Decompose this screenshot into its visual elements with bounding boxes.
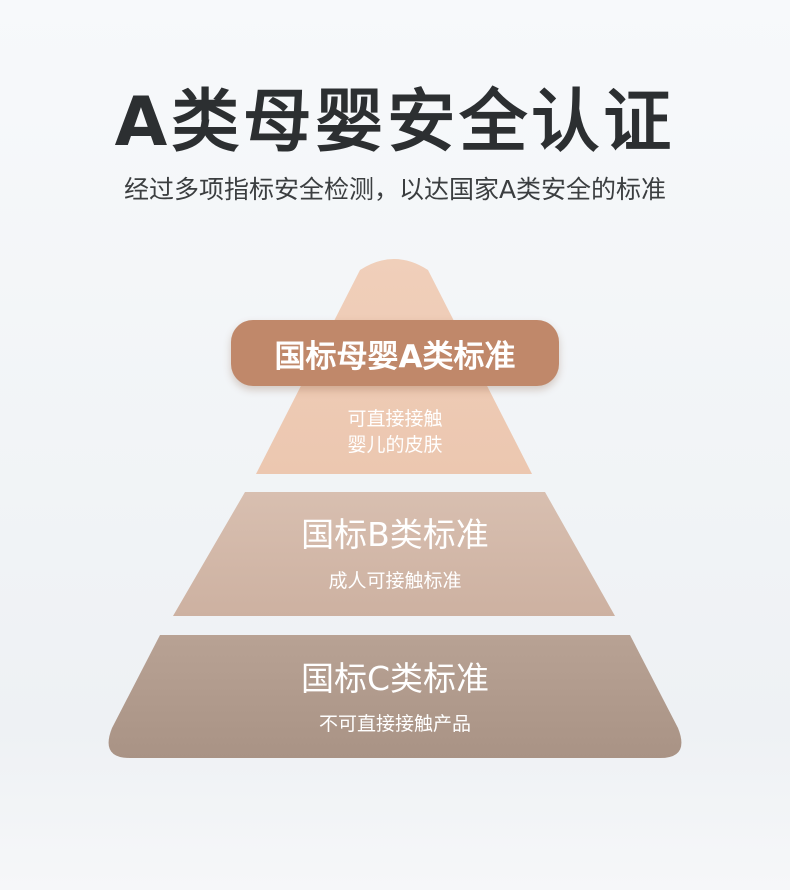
tier-a-description: 可直接接触 婴儿的皮肤 bbox=[295, 406, 495, 458]
pyramid-tier-b-shape bbox=[173, 492, 615, 616]
tier-b-description: 成人可接触标准 bbox=[328, 570, 462, 592]
tier-c-label: 国标C类标准 bbox=[300, 659, 490, 698]
tier-a-desc-line2: 婴儿的皮肤 bbox=[347, 434, 443, 456]
tier-b-label: 国标B类标准 bbox=[301, 515, 489, 554]
pyramid-tier-c-shape bbox=[108, 635, 682, 758]
tier-a-badge: 国标母婴A类标准 bbox=[231, 320, 559, 386]
page-subtitle: 经过多项指标安全检测，以达国家A类安全的标准 bbox=[123, 175, 667, 204]
page-title: A类母婴安全认证 bbox=[114, 83, 676, 162]
tier-a-desc-line1: 可直接接触 bbox=[347, 408, 443, 430]
tier-c-description: 不可直接接触产品 bbox=[318, 713, 471, 735]
